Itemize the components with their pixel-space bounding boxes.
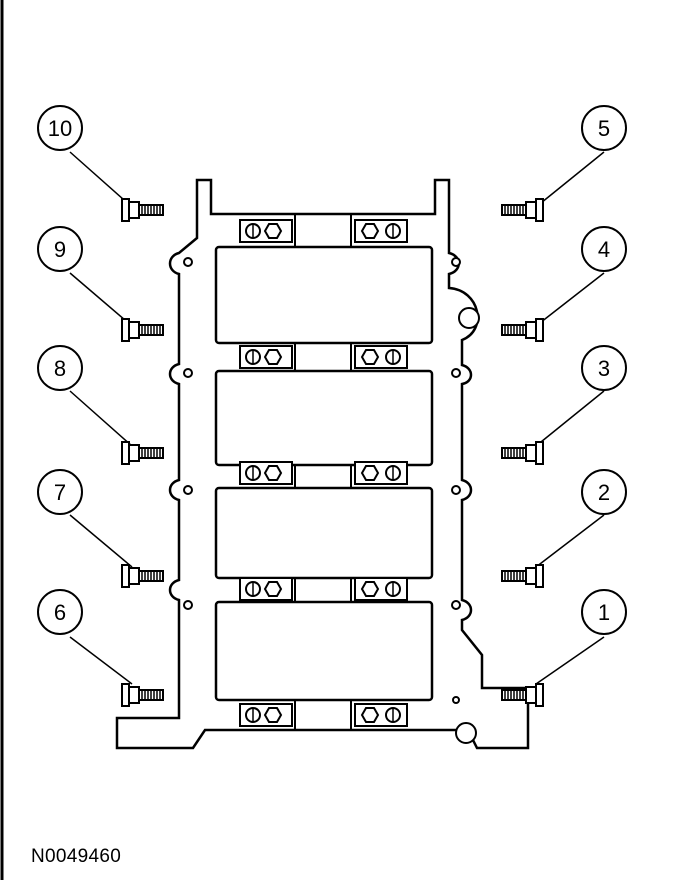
bolt-4 — [502, 319, 543, 341]
cap-bolt-set — [354, 219, 408, 243]
callout-1-label: 1 — [598, 600, 610, 625]
callout-8-label: 8 — [54, 356, 66, 381]
callout-4-label: 4 — [598, 237, 610, 262]
cap-bolt-set — [354, 461, 408, 485]
dowel-hole — [455, 722, 477, 744]
callout-4: 4 — [581, 226, 627, 272]
callout-6-label: 6 — [54, 600, 66, 625]
dowel-hole — [458, 307, 480, 329]
bolt-5 — [502, 199, 543, 221]
callout-1: 1 — [581, 589, 627, 635]
cap-bolt-set — [354, 577, 408, 601]
cap-bolt-set — [239, 345, 293, 369]
bearing-bay-1 — [214, 245, 434, 345]
leader-lines — [69, 151, 605, 685]
callout-3: 3 — [581, 345, 627, 391]
bolt-7 — [121, 564, 164, 588]
callout-10: 10 — [37, 105, 83, 151]
callout-2: 2 — [581, 469, 627, 515]
cap-bolt-set — [239, 219, 293, 243]
callout-8: 8 — [37, 345, 83, 391]
bolt-3 — [502, 442, 543, 464]
cap-bolt-set — [354, 703, 408, 727]
cap-bolt-set — [354, 345, 408, 369]
callout-5: 5 — [581, 105, 627, 151]
callout-2-label: 2 — [598, 480, 610, 505]
callout-3-label: 3 — [598, 356, 610, 381]
callout-6: 6 — [37, 589, 83, 635]
bolt-10 — [121, 198, 164, 222]
callout-10-label: 10 — [48, 116, 72, 141]
callout-9-label: 9 — [54, 237, 66, 262]
cap-web — [294, 214, 352, 730]
bolt-2 — [502, 565, 543, 587]
perimeter-holes — [183, 257, 461, 704]
cap-bolt-set — [239, 461, 293, 485]
callout-5-label: 5 — [598, 116, 610, 141]
bearing-bay-4 — [214, 600, 434, 702]
bolt-6 — [121, 683, 164, 707]
callout-9: 9 — [37, 226, 83, 272]
callout-7: 7 — [37, 469, 83, 515]
cap-bolt-set — [239, 577, 293, 601]
bearing-bay-3 — [214, 486, 434, 580]
bearing-bay-2 — [214, 369, 434, 467]
bolt-8 — [121, 441, 164, 465]
bolt-9 — [121, 318, 164, 342]
figure-id: N0049460 — [31, 846, 122, 867]
cap-bolt-set — [239, 703, 293, 727]
callout-7-label: 7 — [54, 480, 66, 505]
